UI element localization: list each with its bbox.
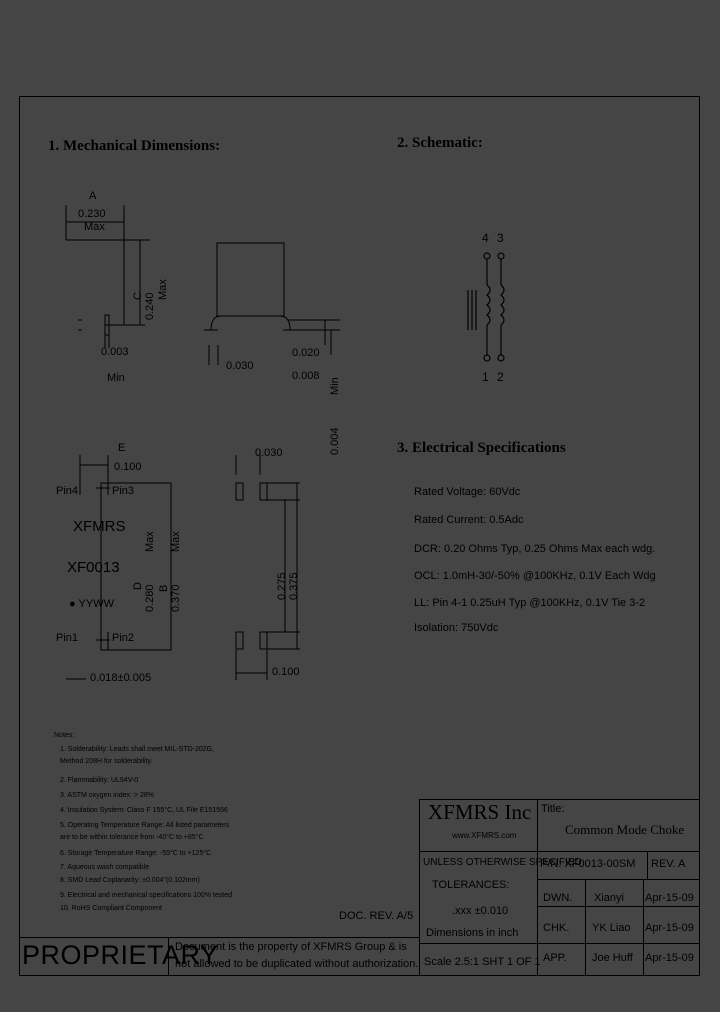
- note-item: Method 208H for solderability.: [60, 758, 153, 765]
- pad-375: 0.375: [288, 572, 300, 600]
- tb-col-line: [537, 799, 538, 976]
- pad-100: 0.100: [272, 666, 300, 678]
- dim-008: 0.008: [292, 370, 320, 382]
- pin3-label: Pin3: [112, 485, 135, 497]
- spec-dcr: DCR: 0.20 Ohms Typ, 0.25 Ohms Max each w…: [414, 543, 656, 555]
- dim-b-max: Max: [170, 531, 182, 552]
- proprietary-line-2: not allowed to be duplicated without aut…: [175, 958, 419, 970]
- dim-003: 0.003: [101, 346, 129, 358]
- tb-col-line: [647, 851, 648, 879]
- dim-018: 0.018±0.005: [90, 672, 152, 684]
- dim-a-label: A: [89, 190, 97, 202]
- chk-date: Apr-15-09: [645, 922, 694, 934]
- spec-rated-voltage: Rated Voltage: 60Vdc: [414, 486, 521, 498]
- tb-row-line: [537, 879, 700, 880]
- dimensions-in: Dimensions in inch: [426, 927, 519, 939]
- tb-col-line: [585, 879, 586, 976]
- dim-a-max: Max: [84, 221, 105, 233]
- pin1-label: Pin1: [56, 632, 79, 644]
- schematic-pin-4: 4: [482, 231, 489, 245]
- tb-row-line: [419, 943, 700, 944]
- brand-mark: XFMRS: [73, 518, 126, 535]
- pad-030: 0.030: [255, 447, 283, 459]
- revision: REV. A: [651, 858, 686, 870]
- part-number: P/N: XF0013-00SM: [540, 858, 636, 870]
- dwn-name: Xianyi: [594, 892, 624, 904]
- tb-row-line: [419, 851, 700, 852]
- tolerance-value: .xxx ±0.010: [452, 905, 509, 917]
- tolerances-label: TOLERANCES:: [432, 879, 510, 891]
- app-label: APP.: [543, 952, 567, 964]
- note-item: 3. ASTM oxygen index: > 28%: [60, 792, 154, 799]
- dim-b-label: B: [158, 584, 170, 592]
- title-label: Title:: [541, 803, 565, 815]
- app-date: Apr-15-09: [645, 952, 694, 964]
- pin2-label: Pin2: [112, 632, 135, 644]
- dim-d-value: 0.280: [144, 584, 156, 612]
- dim-004: 0.004: [329, 427, 341, 455]
- drawing-sheet: [19, 96, 700, 976]
- tb-col-line: [643, 879, 644, 976]
- dim-d-max: Max: [144, 531, 156, 552]
- dim-c-value: 0.240: [144, 292, 156, 320]
- schematic-pin-3: 3: [497, 231, 504, 245]
- notes-title: Notes:: [54, 732, 75, 739]
- note-item: 2. Flammability: UL94V-0: [60, 777, 139, 784]
- note-item: 1. Solderability: Leads shall meet MIL-S…: [60, 746, 215, 753]
- dwn-date: Apr-15-09: [645, 892, 694, 904]
- scale-sheet: Scale 2.5:1 SHT 1 OF 1: [424, 956, 541, 968]
- doc-rev: DOC. REV. A/5: [339, 910, 414, 922]
- note-item: 7. Aqueous wash compatible: [60, 864, 150, 871]
- dim-e-value: 0.100: [114, 461, 142, 473]
- dim-d-label: D: [132, 582, 144, 590]
- note-item: are to be within tolerance from -40°C to…: [60, 834, 204, 841]
- proprietary-line-1: Document is the property of XFMRS Group …: [175, 941, 407, 953]
- spec-rated-current: Rated Current: 0.5Adc: [414, 514, 524, 526]
- schematic-pin-2: 2: [497, 370, 504, 384]
- chk-label: CHK.: [543, 922, 570, 934]
- note-item: 9. Electrical and mechanical specificati…: [60, 892, 232, 899]
- pad-275: 0.275: [276, 572, 288, 600]
- spec-ll: LL: Pin 4-1 0.25uH Typ @100KHz, 0.1V Tie…: [414, 597, 646, 609]
- note-item: 5. Operating Temperature Range: All list…: [60, 822, 230, 829]
- chk-name: YK Liao: [592, 922, 631, 934]
- title-block: [419, 799, 700, 976]
- company-website[interactable]: www.XFMRS.com: [452, 831, 517, 840]
- dim-min: Min: [107, 372, 125, 384]
- electrical-heading: 3. Electrical Specifications: [397, 440, 566, 456]
- schematic-drawing: [467, 252, 505, 362]
- note-item: 10. RoHS Compliant Component: [60, 905, 162, 912]
- dim-e-label: E: [118, 442, 126, 454]
- dim-c-max: Max: [157, 279, 169, 300]
- company-name: XFMRS Inc: [428, 800, 532, 824]
- part-mark: XF0013: [67, 559, 120, 576]
- date-code: ● YYWW: [69, 598, 114, 610]
- note-item: 4. Insulation System: Class F 155°C, UL …: [60, 807, 228, 814]
- dwn-label: DWN.: [543, 892, 573, 904]
- tb-row-line: [537, 906, 700, 907]
- dim-b-value: 0.370: [170, 584, 182, 612]
- dim-a-value: 0.230: [78, 208, 106, 220]
- proprietary-separator: [168, 937, 169, 975]
- proprietary-divider: [19, 937, 419, 938]
- proprietary-label: PROPRIETARY: [22, 940, 219, 970]
- dim-004-min: Min: [329, 377, 341, 395]
- note-item: 6. Storage Temperature Range: -55°C to +…: [60, 850, 212, 857]
- pin4-label: Pin4: [56, 485, 79, 497]
- note-item: 8. SMD Lead Coplanarity: ±0.004"(0.102mm…: [60, 877, 200, 884]
- unless-specified: UNLESS OTHERWISE SPECIFIED: [423, 857, 582, 868]
- dim-020: 0.020: [292, 347, 320, 359]
- title-value: Common Mode Choke: [565, 822, 685, 837]
- schematic-heading: 2. Schematic:: [397, 135, 483, 151]
- dim-030: 0.030: [226, 360, 254, 372]
- dim-c-label: C: [132, 292, 144, 300]
- spec-ocl: OCL: 1.0mH-30/-50% @100KHz, 0.1V Each Wd…: [414, 570, 656, 582]
- spec-isolation: Isolation: 750Vdc: [414, 622, 499, 634]
- mechanical-heading: 1. Mechanical Dimensions:: [48, 138, 221, 154]
- date-code-text: YYWW: [78, 598, 114, 610]
- schematic-pin-1: 1: [482, 370, 489, 384]
- app-name: Joe Huff: [592, 952, 633, 964]
